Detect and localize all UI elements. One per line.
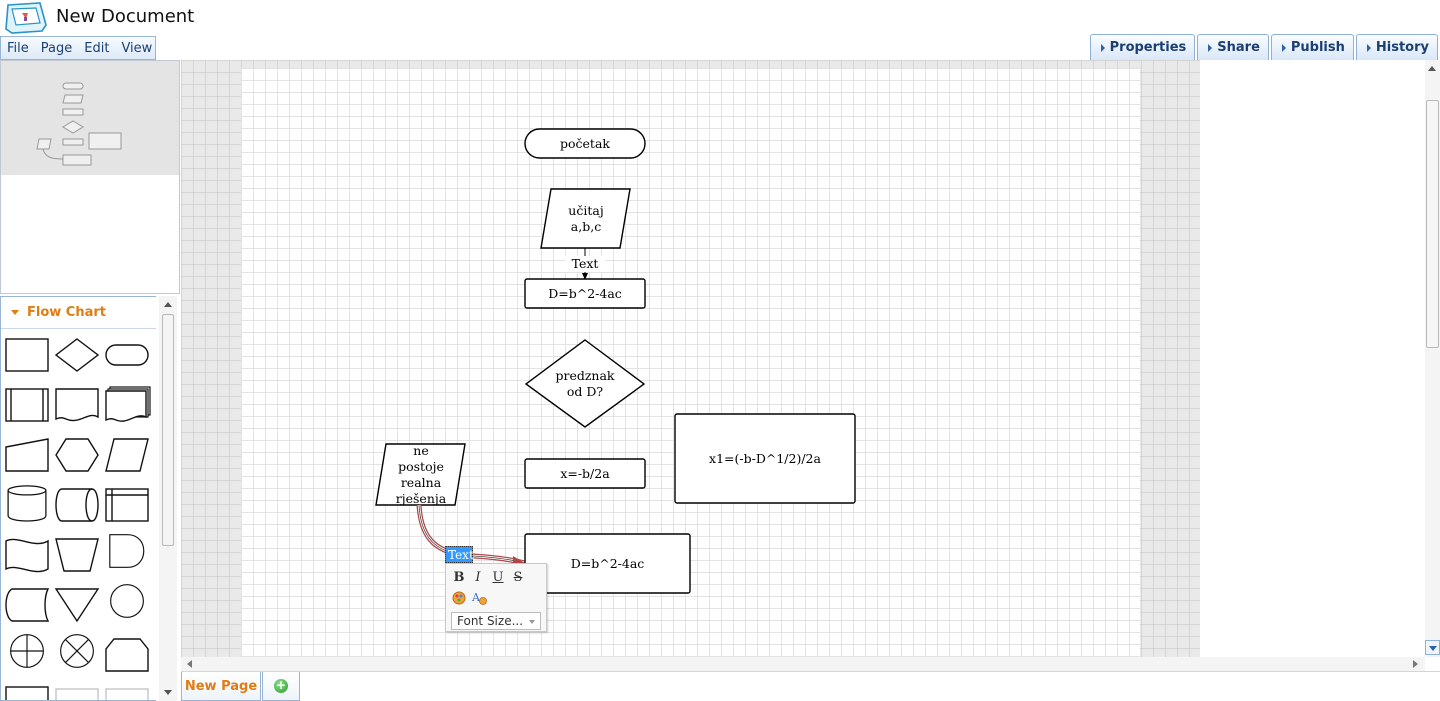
svg-text:A: A — [471, 591, 481, 604]
tab-label: Properties — [1109, 40, 1187, 55]
shape-decision[interactable] — [54, 337, 100, 373]
scroll-left-icon[interactable] — [187, 660, 192, 668]
editing-text-field[interactable]: Text — [445, 546, 474, 563]
node-decision-shape[interactable] — [524, 339, 646, 428]
drawing-canvas[interactable]: početak učitaj a,b,c Text D=b^2-4ac pred… — [181, 60, 1425, 657]
node-process-x1-shape[interactable] — [674, 413, 856, 504]
shape-summing-junction[interactable] — [4, 633, 50, 669]
page-tab-bar: New Page + — [181, 671, 1440, 701]
node-process2-shape[interactable] — [524, 533, 691, 594]
tab-history[interactable]: History — [1355, 34, 1438, 60]
outline-panel — [0, 60, 180, 294]
add-page-button[interactable]: + — [262, 672, 300, 701]
fill-color-icon[interactable] — [451, 590, 467, 606]
shape-or[interactable] — [54, 633, 100, 669]
app-logo-icon — [5, 2, 47, 34]
scroll-up-icon[interactable] — [1428, 66, 1436, 71]
scroll-up-icon[interactable] — [164, 302, 172, 307]
node-output-shape[interactable] — [375, 443, 466, 506]
font-color-icon[interactable]: A — [471, 590, 487, 606]
menu-file[interactable]: File — [7, 40, 29, 56]
tab-share[interactable]: Share — [1197, 34, 1269, 60]
shape-manual-input[interactable] — [4, 437, 50, 473]
scroll-down-icon — [1429, 646, 1437, 651]
font-size-value: Font Size... — [457, 614, 524, 628]
canvas-vertical-scrollbar[interactable] — [1425, 60, 1440, 657]
panel-tabs: Properties Share Publish History — [1089, 34, 1438, 60]
category-label: Flow Chart — [27, 305, 106, 320]
node-process-x-shape[interactable] — [524, 458, 646, 489]
shape-punched-tape[interactable] — [4, 537, 50, 573]
tab-label: Share — [1217, 40, 1260, 55]
tab-publish[interactable]: Publish — [1270, 34, 1354, 60]
shape-document[interactable] — [54, 387, 100, 423]
strikethrough-button[interactable]: S — [513, 570, 523, 585]
shape-loop-limit[interactable] — [104, 637, 150, 673]
document-title[interactable]: New Document — [56, 6, 195, 27]
node-process1-shape[interactable] — [524, 278, 646, 309]
canvas-horizontal-scrollbar[interactable] — [181, 657, 1425, 671]
scroll-thumb[interactable] — [1426, 100, 1439, 348]
tab-label: History — [1375, 40, 1429, 55]
outline-thumbnail[interactable] — [1, 61, 179, 175]
shape-display[interactable] — [4, 587, 50, 623]
menu-bar: File Page Edit View — [0, 36, 156, 60]
underline-button[interactable]: U — [492, 570, 504, 585]
chevron-down-icon — [529, 620, 535, 624]
shape-predefined-process[interactable] — [4, 387, 50, 423]
shape-library-scrollbar[interactable] — [159, 296, 177, 701]
menu-edit[interactable]: Edit — [84, 40, 110, 56]
shape-multi-document[interactable] — [104, 386, 151, 423]
shape-direct-data[interactable] — [54, 487, 100, 523]
expand-arrow-icon — [1281, 43, 1286, 52]
add-page-icon: + — [274, 678, 288, 693]
expand-arrow-icon — [1366, 43, 1371, 52]
expand-arrow-icon — [1100, 43, 1105, 52]
bold-button[interactable]: B — [453, 570, 465, 585]
tab-properties[interactable]: Properties — [1089, 34, 1196, 60]
menu-page[interactable]: Page — [40, 40, 73, 56]
shape-data[interactable] — [104, 437, 150, 473]
shape-manual-operation[interactable] — [54, 537, 100, 573]
font-size-dropdown[interactable]: Font Size... — [451, 612, 541, 630]
category-header-flow-chart[interactable]: Flow Chart — [1, 297, 156, 329]
tab-label: Publish — [1290, 40, 1345, 55]
scroll-down-button[interactable] — [1425, 640, 1440, 655]
diagram-shapes — [375, 128, 856, 594]
expand-arrow-icon — [1208, 43, 1213, 52]
scroll-thumb[interactable] — [162, 314, 174, 546]
collapse-arrow-icon — [11, 310, 19, 315]
shape-library: Flow Chart — [0, 296, 156, 701]
page-tab-new-page[interactable]: New Page — [181, 672, 261, 701]
outline-preview-icon — [36, 82, 122, 166]
node-start-shape[interactable] — [524, 128, 646, 159]
italic-button[interactable]: I — [475, 570, 481, 585]
shape-terminator[interactable] — [104, 337, 150, 373]
shape-process-small[interactable] — [4, 685, 50, 700]
shape-preparation[interactable] — [54, 437, 100, 473]
shape-merge[interactable] — [54, 587, 100, 623]
scroll-right-icon[interactable] — [1413, 660, 1418, 668]
text-format-toolbar: B I U S A Font Size... — [445, 563, 547, 632]
shape-process[interactable] — [4, 337, 50, 373]
scroll-down-icon[interactable] — [164, 690, 172, 695]
shape-internal-storage[interactable] — [104, 487, 150, 523]
shape-connector[interactable] — [104, 583, 150, 619]
shape-card[interactable] — [54, 687, 100, 700]
node-input-shape[interactable] — [540, 188, 631, 249]
shape-note[interactable] — [104, 687, 150, 700]
shape-database[interactable] — [4, 485, 50, 522]
shape-delay[interactable] — [104, 533, 150, 569]
menu-view[interactable]: View — [121, 40, 153, 56]
